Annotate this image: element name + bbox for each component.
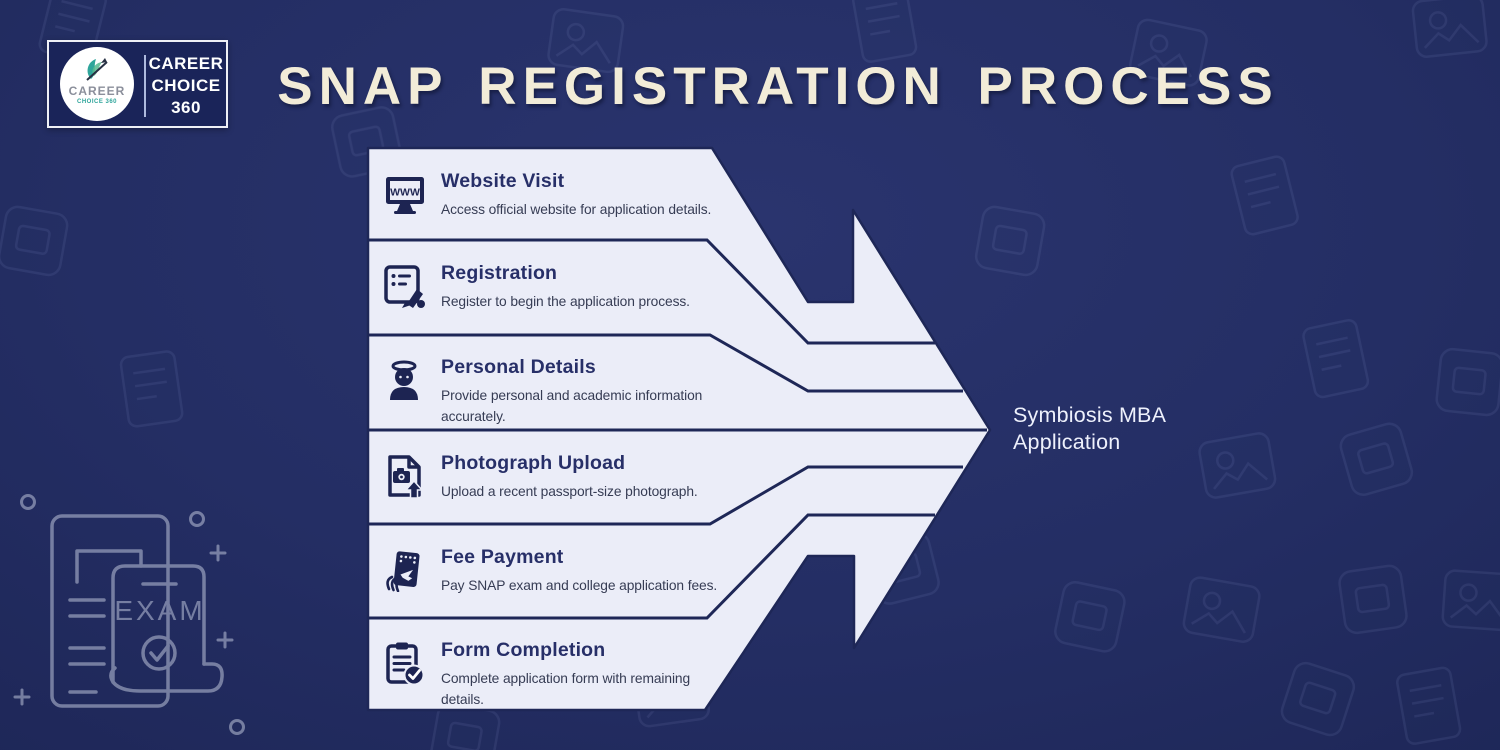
step-text: Website Visit Access official website fo…	[441, 170, 733, 221]
logo-line-3: 360	[171, 98, 201, 117]
form-completion-icon	[383, 641, 427, 686]
step-text: Fee Payment Pay SNAP exam and college ap…	[441, 546, 733, 597]
step-text: Personal Details Provide personal and ac…	[441, 356, 733, 427]
back-document-tab	[75, 549, 143, 584]
process-arrow	[366, 146, 992, 712]
document-lines	[68, 598, 106, 694]
step-description: Access official website for application …	[441, 202, 712, 217]
logo-bird-icon	[86, 58, 108, 81]
front-scroll-body	[111, 564, 206, 684]
deco-circle	[189, 511, 205, 527]
check-circle-outline	[141, 635, 177, 671]
logo-circle-brand: CAREER	[68, 84, 126, 98]
front-scroll-curl	[109, 662, 224, 693]
step-title: Form Completion	[441, 639, 606, 661]
step-description: Pay SNAP exam and college application fe…	[441, 578, 718, 593]
website-visit-icon: WWW	[383, 172, 427, 216]
step-text: Form Completion Complete application for…	[441, 639, 733, 710]
step-personal-details: Personal Details Provide personal and ac…	[383, 356, 723, 427]
checkmark	[149, 644, 170, 662]
exam-label: EXAM	[114, 595, 205, 626]
step-registration: Registration Register to begin the appli…	[383, 262, 723, 313]
outcome-line-2: Application	[1013, 430, 1121, 455]
back-document-outline	[50, 514, 170, 708]
step-description: Complete application form with remaining…	[441, 671, 691, 707]
outcome-label: Symbiosis MBA Application	[1013, 402, 1166, 456]
deco-plus	[216, 631, 234, 649]
logo-circle-sub: CHOICE 360	[76, 99, 117, 105]
logo-circle: CAREER CHOICE 360	[60, 47, 134, 121]
step-text: Photograph Upload Upload a recent passpo…	[441, 452, 733, 503]
logo-divider	[144, 55, 146, 117]
step-website-visit: WWW Website Visit Access official websit…	[383, 170, 723, 221]
step-form-completion: Form Completion Complete application for…	[383, 639, 723, 710]
deco-circle	[20, 494, 36, 510]
step-photograph-upload: Photograph Upload Upload a recent passpo…	[383, 452, 723, 503]
photograph-upload-icon	[383, 454, 427, 499]
career-choice-360-logo: CAREER CHOICE 360 CAREER CHOICE 360	[47, 40, 228, 128]
logo-line-2: CHOICE	[151, 76, 221, 95]
band-separators	[368, 238, 987, 620]
exam-illustration: EXAM	[13, 494, 245, 735]
fee-payment-icon	[383, 548, 427, 593]
step-description: Provide personal and academic informatio…	[441, 388, 703, 424]
step-title: Website Visit	[441, 170, 565, 192]
personal-details-icon	[383, 358, 427, 402]
step-title: Photograph Upload	[441, 452, 626, 474]
step-description: Upload a recent passport-size photograph…	[441, 484, 698, 499]
deco-plus	[13, 688, 31, 706]
step-title: Fee Payment	[441, 546, 564, 568]
step-fee-payment: Fee Payment Pay SNAP exam and college ap…	[383, 546, 723, 597]
step-text: Registration Register to begin the appli…	[441, 262, 733, 313]
outcome-line-1: Symbiosis MBA	[1013, 403, 1167, 427]
page-title: SNAP REGISTRATION PROCESS	[277, 57, 1279, 116]
deco-circle	[229, 719, 245, 735]
registration-icon	[383, 264, 427, 308]
logo-wordmark: CAREER CHOICE 360	[148, 53, 224, 119]
deco-plus	[209, 544, 227, 562]
step-title: Registration	[441, 262, 558, 284]
step-description: Register to begin the application proces…	[441, 294, 690, 309]
logo-line-1: CAREER	[148, 54, 224, 73]
www-screen-text: WWW	[390, 187, 420, 199]
step-title: Personal Details	[441, 356, 596, 378]
